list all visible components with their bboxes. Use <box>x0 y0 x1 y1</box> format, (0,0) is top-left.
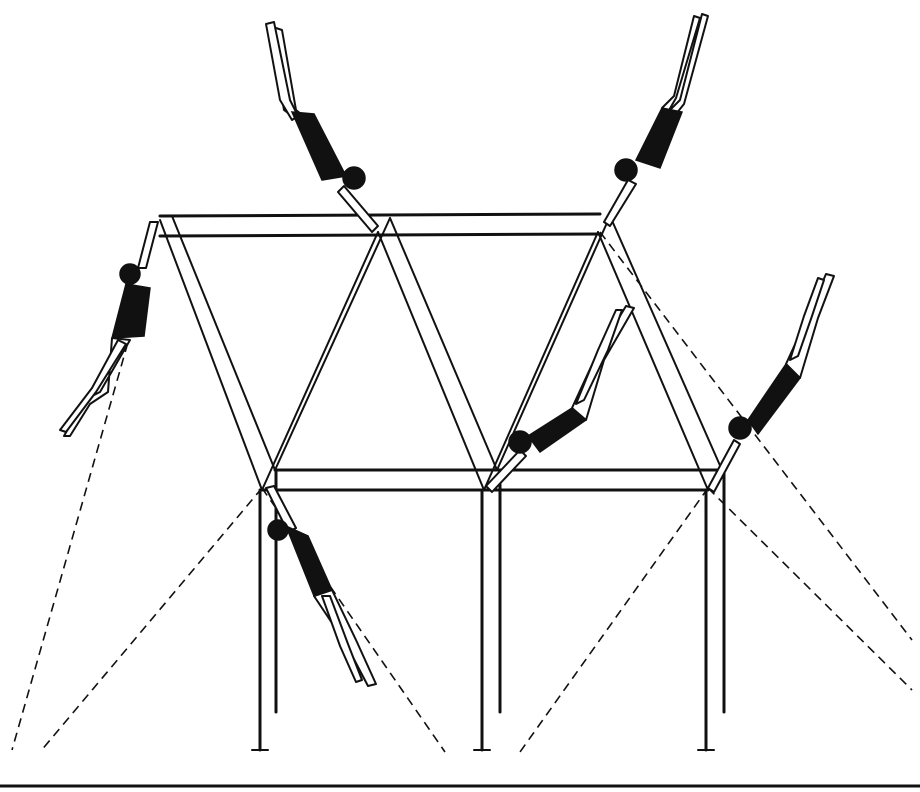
bar-frame <box>160 214 724 750</box>
guy-rope <box>520 488 708 752</box>
guy-rope <box>600 232 912 640</box>
diagonal-struts <box>160 216 722 490</box>
guy-rope <box>40 488 262 752</box>
gymnast-head <box>343 167 365 189</box>
gymnast-head <box>120 264 140 284</box>
gymnast-figure <box>266 22 378 232</box>
gymnast-figure <box>486 306 634 492</box>
top-rail-back <box>160 214 600 216</box>
gymnast-head <box>268 520 288 540</box>
guy-rope <box>12 300 140 750</box>
gymnast-figure <box>708 274 834 492</box>
gymnast-figure <box>60 222 158 436</box>
gymnast-figure <box>604 14 708 226</box>
guy-rope <box>708 488 912 690</box>
gymnast-figure <box>266 486 376 686</box>
gymnast-head <box>509 431 531 453</box>
gymnast-head <box>615 159 637 181</box>
